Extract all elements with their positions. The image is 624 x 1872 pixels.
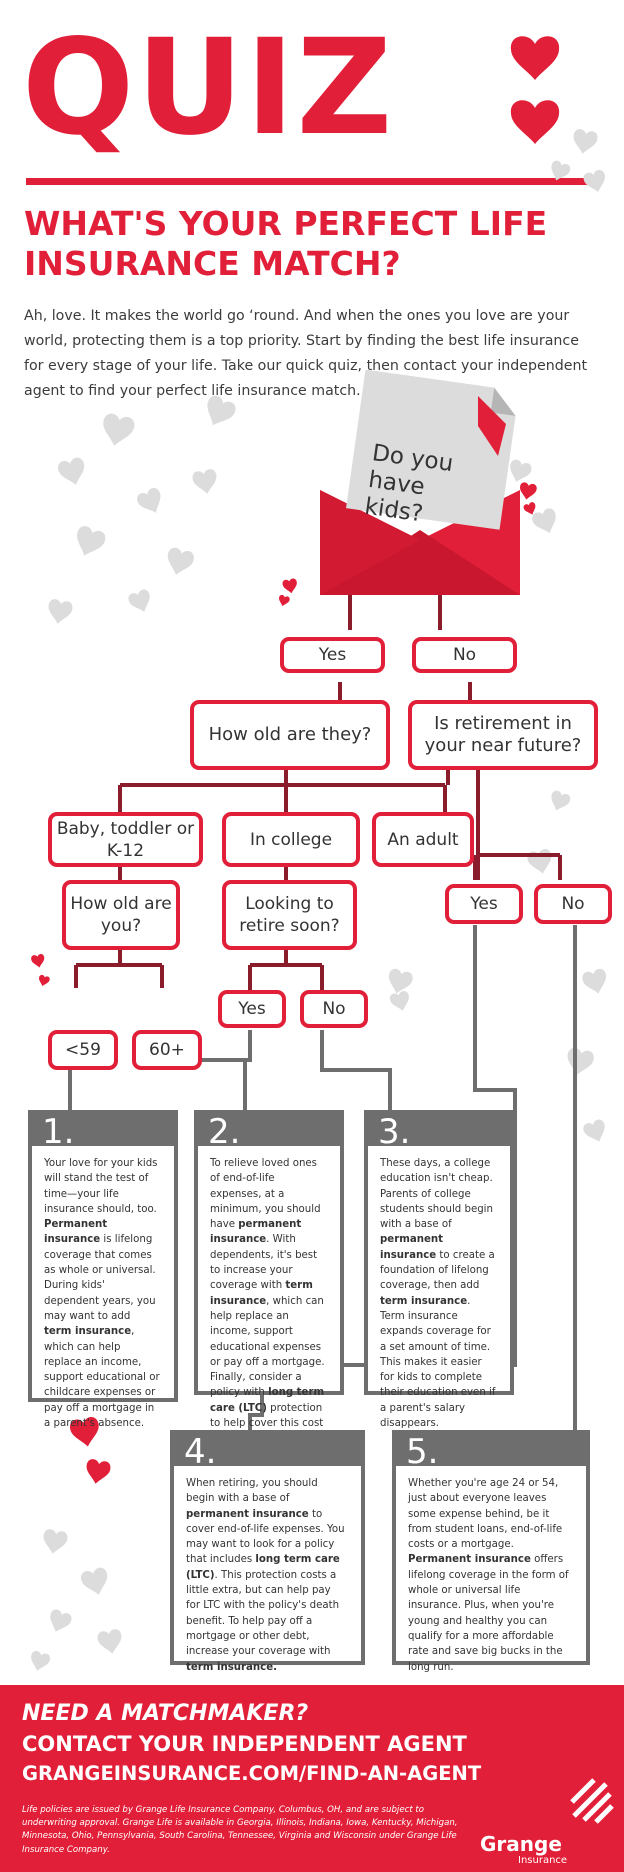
cta-agent-link[interactable]: GRANGEINSURANCE.COM/FIND-AN-AGENT xyxy=(22,1762,482,1785)
question-retirement: Is retirement in your near future? xyxy=(408,700,598,770)
card-number: 3. xyxy=(378,1112,411,1152)
start-question: Do you have kids? xyxy=(363,440,455,528)
intro-paragraph: Ah, love. It makes the world go ‘round. … xyxy=(24,308,588,399)
card-text: When retiring, you should begin with a b… xyxy=(186,1478,345,1673)
card-text: Whether you're age 24 or 54, just about … xyxy=(408,1478,569,1673)
answer-under-59[interactable]: <59 xyxy=(48,1030,118,1070)
answer-college-yes[interactable]: Yes xyxy=(218,990,286,1028)
card-number: 4. xyxy=(184,1432,217,1472)
brand-name: Grange xyxy=(480,1832,562,1856)
answer-retirement-no[interactable]: No xyxy=(534,884,612,924)
answer-kids-yes[interactable]: Yes xyxy=(280,637,385,673)
question-how-old-are-you: How old are you? xyxy=(62,880,180,950)
result-card-5: 5. Whether you're age 24 or 54, just abo… xyxy=(392,1430,590,1673)
title-rule xyxy=(26,178,600,185)
result-card-4: 4. When retiring, you should begin with … xyxy=(170,1430,365,1673)
card-text: To relieve loved ones of end-of-life exp… xyxy=(210,1158,325,1444)
card-number: 2. xyxy=(208,1112,241,1152)
title-hearts xyxy=(510,36,560,144)
answer-an-adult[interactable]: An adult xyxy=(372,812,474,867)
question-note xyxy=(346,370,516,530)
card-number: 5. xyxy=(406,1432,439,1472)
footer-banner xyxy=(0,1685,624,1872)
cta-contact-agent: CONTACT YOUR INDEPENDENT AGENT xyxy=(22,1732,467,1756)
answer-college-no[interactable]: No xyxy=(300,990,368,1028)
question-looking-to-retire: Looking to retire soon? xyxy=(222,880,357,950)
question-note-red-flap xyxy=(478,396,506,456)
grange-logo-icon xyxy=(570,1778,614,1824)
answer-retirement-yes[interactable]: Yes xyxy=(445,884,523,924)
cta-heading: NEED A MATCHMAKER? xyxy=(22,1701,309,1726)
result-card-3: 3. These days, a college education isn't… xyxy=(364,1110,514,1429)
answer-60-plus[interactable]: 60+ xyxy=(132,1030,202,1070)
answer-in-college[interactable]: In college xyxy=(222,812,360,867)
result-card-1: 1. Your love for your kids will stand th… xyxy=(28,1110,178,1429)
headline: WHAT'S YOUR PERFECT LIFE INSURANCE MATCH… xyxy=(24,204,548,283)
card-number: 1. xyxy=(42,1112,75,1152)
result-card-2: 2. To relieve loved ones of end-of-life … xyxy=(194,1110,344,1444)
card-text: Your love for your kids will stand the t… xyxy=(44,1158,160,1430)
answer-kids-no[interactable]: No xyxy=(412,637,517,673)
question-how-old-are-they: How old are they? xyxy=(190,700,390,770)
card-text: These days, a college education isn't ch… xyxy=(380,1158,496,1430)
brand-subtitle: Insurance xyxy=(518,1855,568,1866)
answer-baby-toddler[interactable]: Baby, toddler or K-12 xyxy=(48,812,203,867)
disclaimer-text: Life policies are issued by Grange Life … xyxy=(22,1805,458,1855)
quiz-title: QUIZ xyxy=(22,11,395,165)
